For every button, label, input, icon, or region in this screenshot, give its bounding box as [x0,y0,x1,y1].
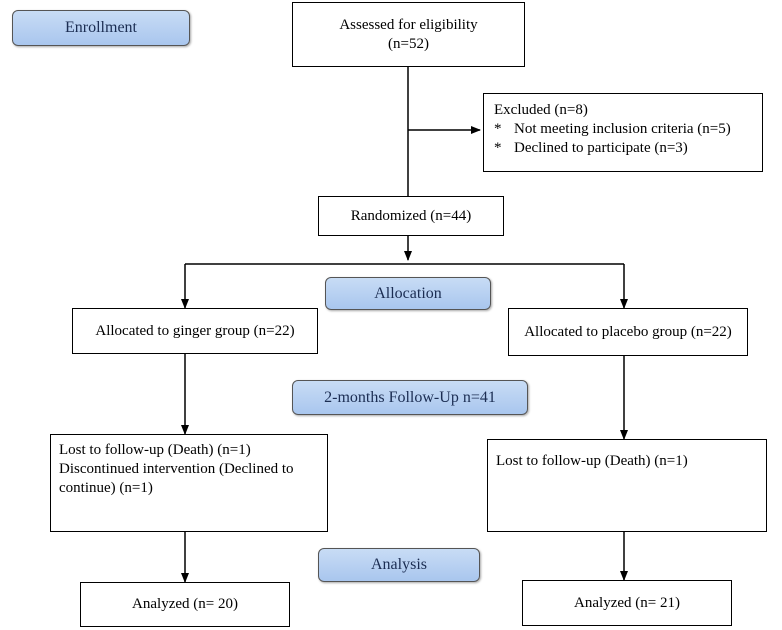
placebo-analyzed-box: Analyzed (n= 21) [522,580,732,626]
stage-followup: 2-months Follow-Up n=41 [292,380,528,415]
stage-allocation-label: Allocation [374,284,442,302]
excluded-item: * Declined to participate (n=3) [494,139,752,158]
randomized-label: Randomized (n=44) [350,207,472,224]
stage-followup-label: 2-months Follow-Up n=41 [324,388,496,406]
placebo-allocation-label: Allocated to placebo group (n=22) [524,323,732,340]
excluded-title: Excluded (n=8) [494,102,588,118]
assessed-box: Assessed for eligibility (n=52) [292,2,525,67]
excluded-item: * Not meeting inclusion criteria (n=5) [494,120,752,139]
placebo-allocation-box: Allocated to placebo group (n=22) [508,308,748,356]
assessed-count: (n=52) [388,35,429,52]
ginger-followup-box: Lost to follow-up (Death) (n=1) Disconti… [50,434,328,532]
placebo-followup-line: Lost to follow-up (Death) (n=1) [496,453,688,469]
excluded-item-text: Declined to participate (n=3) [514,140,688,156]
ginger-allocation-label: Allocated to ginger group (n=22) [95,322,295,339]
ginger-allocation-box: Allocated to ginger group (n=22) [72,308,318,354]
ginger-followup-line: continue) (n=1) [59,480,153,496]
excluded-box: Excluded (n=8) * Not meeting inclusion cr… [483,93,763,172]
ginger-followup-line: Lost to follow-up (Death) (n=1) [59,442,251,458]
stage-analysis: Analysis [318,548,480,582]
stage-analysis-label: Analysis [371,556,427,573]
excluded-bullet: * [494,140,502,156]
stage-enrollment: Enrollment [12,10,190,46]
placebo-followup-box: Lost to follow-up (Death) (n=1) [487,439,767,532]
placebo-analyzed-label: Analyzed (n= 21) [574,594,680,611]
excluded-bullet: * [494,121,502,137]
excluded-item-text: Not meeting inclusion criteria (n=5) [514,121,731,137]
ginger-followup-line: Discontinued intervention (Declined to [59,461,294,477]
stage-allocation: Allocation [325,277,491,310]
assessed-line1: Assessed for eligibility [339,16,478,33]
ginger-analyzed-box: Analyzed (n= 20) [80,582,290,627]
stage-enrollment-label: Enrollment [65,19,137,36]
ginger-analyzed-label: Analyzed (n= 20) [132,596,238,612]
randomized-box: Randomized (n=44) [318,196,504,236]
